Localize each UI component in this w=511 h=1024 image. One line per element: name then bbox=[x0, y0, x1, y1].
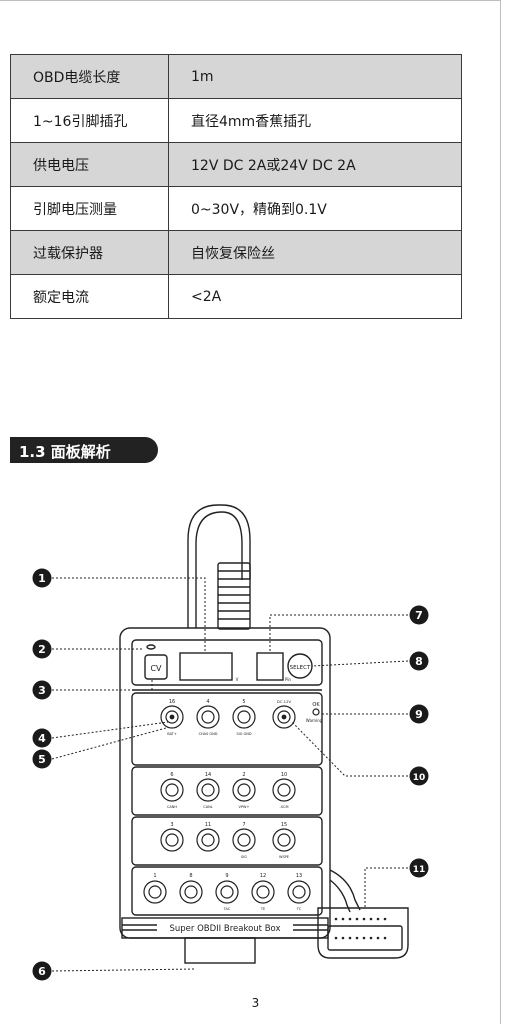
spec-value: 自恢复保险丝 bbox=[168, 230, 462, 275]
callout-number: 8 bbox=[415, 655, 423, 668]
voltage-display bbox=[179, 652, 233, 681]
callout-badge bbox=[32, 568, 52, 588]
spec-value: <2A bbox=[168, 274, 462, 319]
page-top-border bbox=[0, 0, 501, 1]
socket-sub: -SCM bbox=[280, 805, 289, 809]
section-title: 1.3 面板解析 bbox=[19, 443, 111, 461]
callout-number: 2 bbox=[38, 643, 46, 656]
spec-table: OBD电缆长度 1m 1~16引脚插孔 直径4mm香蕉插孔 供电电压 12V D… bbox=[10, 54, 462, 319]
bottom-tab bbox=[184, 937, 256, 964]
callout-badge bbox=[409, 605, 429, 625]
socket-number: 3 bbox=[170, 822, 173, 828]
warning-label: Warning bbox=[306, 718, 323, 723]
ok-label: OK bbox=[312, 702, 320, 708]
cable-loop bbox=[187, 504, 251, 628]
spec-value: 0~30V，精确到0.1V bbox=[168, 186, 462, 231]
socket-sub: TAC bbox=[223, 907, 231, 911]
callout-number: 6 bbox=[38, 965, 46, 978]
cv-button bbox=[144, 654, 168, 680]
socket-number: 5 bbox=[242, 699, 245, 705]
socket-number: 15 bbox=[281, 822, 287, 828]
spec-label: 引脚电压测量 bbox=[10, 186, 169, 231]
select-label: SELECT bbox=[290, 665, 311, 671]
socket-number: DC 12V bbox=[277, 699, 292, 704]
socket-number: 4 bbox=[206, 699, 209, 705]
pin-unit: Pin bbox=[285, 677, 291, 682]
socket-number: 9 bbox=[225, 873, 228, 879]
device-body bbox=[119, 627, 331, 939]
spec-row: 供电电压 12V DC 2A或24V DC 2A bbox=[10, 142, 462, 187]
socket-number: 1 bbox=[153, 873, 156, 879]
socket-sub: TC bbox=[296, 907, 302, 911]
spec-label: 过载保护器 bbox=[10, 230, 169, 275]
socket-number: 12 bbox=[260, 873, 266, 879]
socket-sub: WSPE bbox=[279, 855, 289, 859]
page-right-border bbox=[500, 0, 501, 1024]
device-name: Super OBDII Breakout Box bbox=[169, 924, 280, 934]
callout-number: 5 bbox=[38, 753, 46, 766]
strain-relief bbox=[217, 562, 251, 630]
section-heading: 1.3 面板解析 bbox=[10, 437, 158, 463]
spec-label: 额定电流 bbox=[10, 274, 169, 319]
socket-number: 8 bbox=[189, 873, 192, 879]
socket-number: 2 bbox=[242, 772, 245, 778]
socket-sub: CANL bbox=[203, 805, 212, 809]
socket-sub: CANH bbox=[167, 805, 177, 809]
panel-diagram: CV SELECT V Pin 16 4 5 DC 12V BAT+ CHAS … bbox=[32, 504, 429, 981]
callout-badge bbox=[409, 704, 429, 724]
spec-label: 1~16引脚插孔 bbox=[10, 98, 169, 143]
spec-row: 1~16引脚插孔 直径4mm香蕉插孔 bbox=[10, 98, 462, 143]
socket-number: 13 bbox=[296, 873, 302, 879]
obd-connector bbox=[317, 907, 409, 959]
callout-badge bbox=[32, 728, 52, 748]
callout-badge bbox=[409, 766, 429, 786]
top-panel bbox=[131, 639, 323, 686]
callout-number: 9 bbox=[415, 708, 423, 721]
socket-sub: CHAS GND bbox=[199, 732, 218, 736]
spec-row: 过载保护器 自恢复保险丝 bbox=[10, 230, 462, 275]
socket-sub: TE bbox=[260, 907, 265, 911]
callout-number: 3 bbox=[38, 684, 46, 697]
socket-number: 16 bbox=[169, 699, 175, 705]
socket-sub: VPW+ bbox=[239, 805, 250, 809]
volt-unit: V bbox=[236, 677, 239, 682]
socket-number: 6 bbox=[170, 772, 173, 778]
socket-number: 14 bbox=[205, 772, 211, 778]
callout-number: 7 bbox=[415, 609, 423, 622]
socket-sub: SIG GND bbox=[236, 732, 251, 736]
callout-number: 1 bbox=[38, 572, 46, 585]
spec-value: 直径4mm香蕉插孔 bbox=[168, 98, 462, 143]
power-led bbox=[146, 644, 156, 650]
spec-row: 额定电流 <2A bbox=[10, 274, 462, 319]
spec-label: OBD电缆长度 bbox=[10, 54, 169, 99]
callout-number: 10 bbox=[413, 773, 426, 783]
callout-badge bbox=[32, 639, 52, 659]
callout-badge bbox=[32, 749, 52, 769]
spec-row: 引脚电压测量 0~30V，精确到0.1V bbox=[10, 186, 462, 231]
socket-number: 11 bbox=[205, 822, 211, 828]
page-number: 3 bbox=[251, 996, 260, 1010]
cv-label: CV bbox=[150, 664, 162, 673]
spec-value: 12V DC 2A或24V DC 2A bbox=[168, 142, 462, 187]
socket-sub: SIG bbox=[241, 855, 247, 859]
socket-number: 10 bbox=[281, 772, 287, 778]
spec-value: 1m bbox=[168, 54, 462, 99]
callout-badge bbox=[409, 858, 429, 878]
callout-number: 4 bbox=[38, 732, 46, 745]
socket-number: 7 bbox=[242, 822, 245, 828]
spec-row: OBD电缆长度 1m bbox=[10, 54, 462, 99]
cable-loop-inner bbox=[195, 511, 243, 628]
callout-badge bbox=[409, 651, 429, 671]
callout-badge bbox=[32, 680, 52, 700]
callout-badge bbox=[32, 961, 52, 981]
pin-display bbox=[256, 652, 284, 681]
callout-number: 11 bbox=[413, 865, 426, 875]
socket-sub: BAT+ bbox=[167, 732, 177, 736]
spec-label: 供电电压 bbox=[10, 142, 169, 187]
